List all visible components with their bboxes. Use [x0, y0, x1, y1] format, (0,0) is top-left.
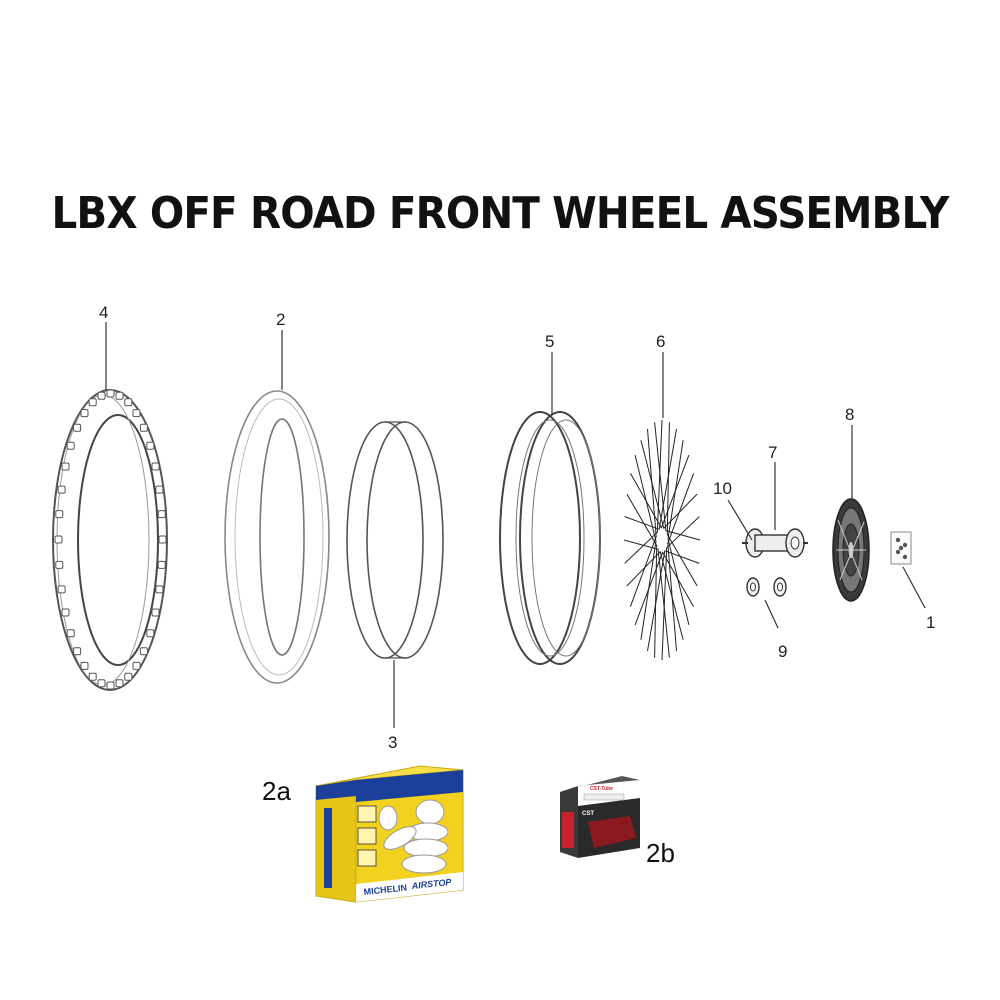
callout-7: 7: [768, 443, 777, 462]
michelin-brand: MICHELIN: [363, 882, 407, 896]
callout-5: 5: [545, 332, 554, 351]
callout-2b: 2b: [646, 838, 675, 868]
callout-2a: 2a: [262, 776, 291, 806]
rotor-bolts-part: [890, 531, 912, 565]
cst-label: CST-Tube: [590, 786, 613, 792]
callout-2: 2: [276, 310, 285, 329]
tire-part: [52, 389, 168, 691]
michelin-tube-box: MICHELIN AIRSTOP: [315, 765, 464, 903]
cst-brand: CST: [582, 811, 594, 817]
tire-knobs: [54, 389, 167, 690]
callout-8: 8: [845, 405, 854, 424]
brake-rotor-part: [832, 498, 870, 602]
callout-6: 6: [656, 332, 665, 351]
hub-part: [742, 528, 808, 558]
michelin-man-icon: [378, 799, 449, 874]
rim-strip-part: [346, 421, 444, 659]
inner-tube-part: [224, 390, 330, 684]
callout-3: 3: [388, 733, 397, 752]
bearings-part: [746, 577, 787, 597]
callout-4: 4: [99, 303, 108, 322]
callout-9: 9: [778, 642, 787, 661]
spokes-part: [623, 419, 701, 661]
diagram-title: LBX OFF ROAD FRONT WHEEL ASSEMBLY: [51, 188, 950, 239]
cst-tube-box: CST CST-Tube: [560, 776, 640, 858]
rim-part: [499, 411, 601, 665]
michelin-product: AIRSTOP: [410, 877, 453, 891]
callout-10: 10: [713, 479, 732, 498]
callout-1: 1: [926, 613, 935, 632]
